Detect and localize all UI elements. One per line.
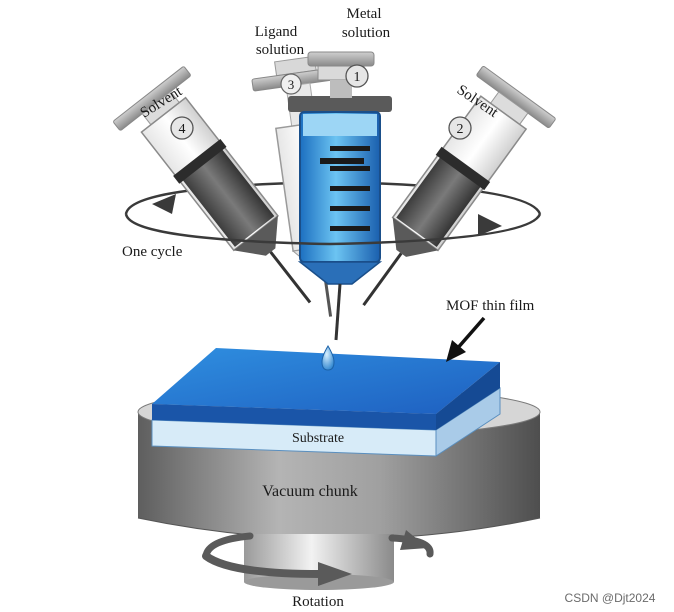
syringe-1-metal <box>288 51 392 341</box>
badge-4-number: 4 <box>179 122 186 137</box>
badge-4: 4 <box>170 116 194 140</box>
cycle-arrow-left-icon <box>152 194 176 214</box>
badge-1: 1 <box>345 64 369 88</box>
cycle-orbit-front <box>124 194 542 246</box>
mof-thin-film <box>152 348 500 430</box>
badge-3: 3 <box>280 73 302 95</box>
cycle-arrow-right-icon <box>478 214 502 236</box>
label-vacuum: Vacuum chunk <box>262 483 358 500</box>
label-rotation: Rotation <box>292 594 344 610</box>
label-mof-film: MOF thin film <box>446 298 535 314</box>
label-metal-line2: solution <box>342 25 391 41</box>
label-metal-line1: Metal <box>347 6 382 22</box>
label-ligand-line1: Ligand <box>255 24 298 40</box>
label-substrate: Substrate <box>292 431 344 446</box>
badge-3-number: 3 <box>288 77 295 92</box>
badge-2: 2 <box>448 116 472 140</box>
mof-pointer-arrow-icon <box>446 316 486 362</box>
watermark: CSDN @Djt2024 <box>565 591 656 605</box>
label-one-cycle: One cycle <box>122 244 183 260</box>
badge-1-number: 1 <box>354 70 361 85</box>
label-ligand-line2: solution <box>256 42 305 58</box>
droplet <box>321 345 335 371</box>
badge-2-number: 2 <box>457 122 464 137</box>
rotation-arrow-icon <box>202 530 434 586</box>
syringe-2-solvent <box>362 66 556 307</box>
